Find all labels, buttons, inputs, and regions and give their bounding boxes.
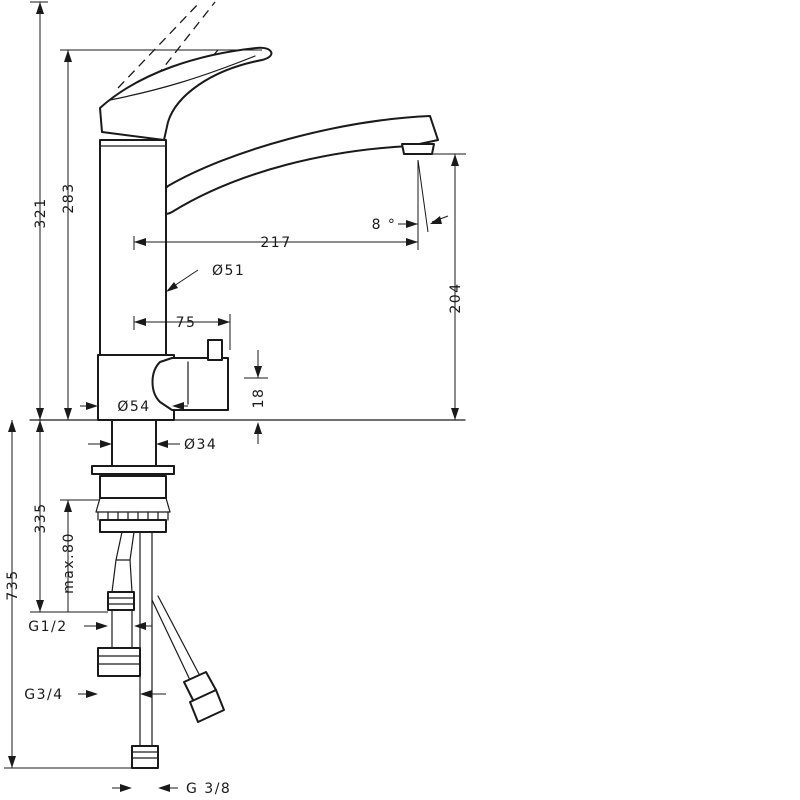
dim-base-diameter-label: Ø54 bbox=[117, 399, 150, 415]
g-three-eighths-nut bbox=[131, 745, 159, 769]
nut-hatch-bottom bbox=[131, 751, 159, 759]
dim-thread-large-label: G3/4 bbox=[24, 687, 63, 703]
dim-spout-clearance-label: 204 bbox=[448, 282, 464, 313]
threaded-rod bbox=[115, 531, 135, 561]
dimension-lines bbox=[4, 1, 466, 792]
nut-hatch bbox=[97, 655, 141, 665]
dim-lever-offset-label: 75 bbox=[176, 315, 197, 331]
dim-max-thickness-label: max.80 bbox=[61, 532, 77, 594]
fixing-nut bbox=[95, 497, 171, 513]
mounting-bracket bbox=[99, 475, 167, 499]
connector-hatch bbox=[107, 597, 135, 605]
dim-shank-diameter-label: Ø34 bbox=[184, 437, 217, 453]
side-valve-knob bbox=[207, 339, 223, 361]
lever-handle bbox=[99, 46, 273, 141]
hose-main bbox=[139, 531, 153, 747]
hose-upper bbox=[111, 559, 133, 593]
faucet-outline bbox=[29, 1, 466, 769]
nut-clamp bbox=[99, 519, 167, 533]
dim-height-spout-label: 283 bbox=[61, 182, 77, 213]
hose-side bbox=[151, 595, 201, 681]
spout bbox=[157, 115, 439, 215]
hose-mid bbox=[111, 609, 133, 649]
dim-body-diameter-label: Ø51 bbox=[212, 263, 245, 279]
dimension-labels: 321 283 217 8 ° Ø51 75 Ø54 18 204 Ø34 33… bbox=[5, 182, 464, 797]
lever-crease bbox=[109, 55, 256, 101]
shank bbox=[111, 419, 157, 467]
dim-reach-label: 217 bbox=[260, 235, 291, 251]
faucet-body bbox=[99, 139, 167, 356]
hose-side-nut bbox=[189, 689, 225, 723]
g-half-connector bbox=[107, 591, 135, 611]
lever-alt-position-1 bbox=[117, 1, 201, 89]
aerator bbox=[401, 143, 435, 155]
side-valve bbox=[151, 357, 229, 411]
dim-lever-height-label: 18 bbox=[251, 388, 267, 409]
dim-thread-small-label: G1/2 bbox=[28, 619, 67, 635]
dim-shank-length-label: 335 bbox=[33, 502, 49, 533]
mounting-plate bbox=[91, 465, 175, 475]
dim-overall-length-label: 735 bbox=[5, 569, 21, 600]
g-three-quarter-nut bbox=[97, 647, 141, 677]
dim-height-total-label: 321 bbox=[33, 197, 49, 228]
nut-teeth bbox=[97, 511, 169, 521]
dim-angle-label: 8 ° bbox=[372, 217, 397, 233]
dim-thread-hose-label: G 3/8 bbox=[186, 781, 231, 797]
